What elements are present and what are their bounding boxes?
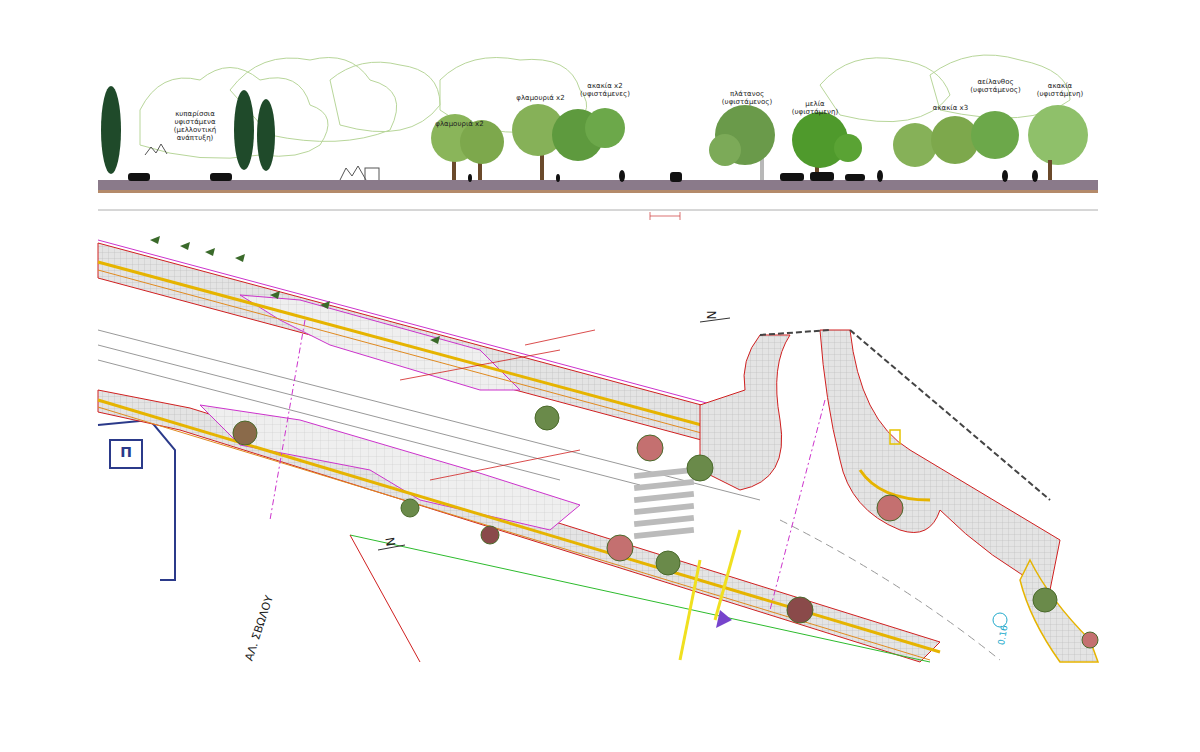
plan-mark: 0.16: [995, 620, 1010, 651]
plan-mark: N: [381, 534, 397, 550]
tree-label: πλάτανος (υφιστάμενος): [712, 90, 782, 106]
tree-label: αείλανθος (υφιστάμενος): [968, 78, 1023, 94]
street-name: ΑΛ. ΣΒΩΛΟΥ: [240, 584, 280, 674]
tree-label: ακακία x3: [928, 104, 973, 112]
tree-label: ακακία x2 (υφιστάμενες): [575, 82, 635, 98]
plan-mark: N: [703, 308, 717, 322]
tree-label: ακακία (υφιστάμενη): [1030, 82, 1090, 98]
tree-label: φλαμουριά x2: [432, 120, 487, 128]
tree-label: κυπαρίσσια υφιστάμενα (μελλοντική ανάπτυ…: [160, 110, 230, 142]
tree-label: μελία (υφιστάμενη): [785, 100, 845, 116]
plan-mark: Π: [116, 444, 136, 460]
tree-label: φλαμουριά x2: [513, 94, 568, 102]
